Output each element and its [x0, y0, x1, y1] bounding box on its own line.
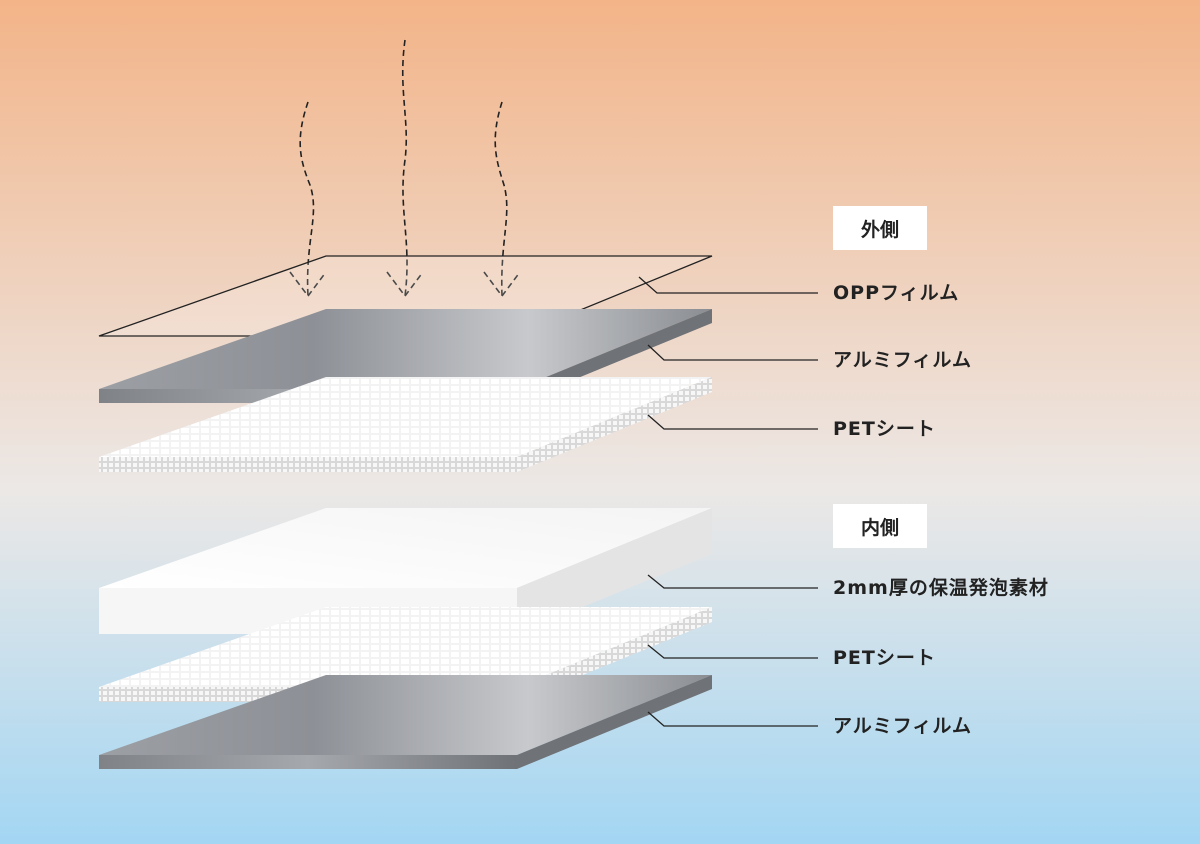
- heat-arrows: [299, 39, 508, 297]
- leader-line-6: [647, 711, 818, 727]
- arrowhead-left: [289, 271, 327, 298]
- leader-line-4: [647, 574, 818, 589]
- heat-arrow-heads: [289, 271, 521, 298]
- heat-arrow-center: [401, 39, 408, 297]
- leader-line-1: [638, 276, 818, 294]
- heat-arrow-left: [299, 101, 315, 297]
- outer-side-badge: 外側: [833, 206, 927, 250]
- label-aluminum-film-top: アルミフィルム: [833, 349, 973, 371]
- heat-arrow-right: [494, 101, 508, 297]
- label-foam: 2mm厚の保温発泡素材: [833, 577, 1049, 599]
- leader-lines: [638, 276, 818, 727]
- leader-line-3: [647, 414, 818, 430]
- label-pet-sheet-top: PETシート: [833, 418, 936, 440]
- label-pet-sheet-bottom: PETシート: [833, 647, 936, 669]
- arrowhead-right: [483, 271, 521, 298]
- inner-side-badge: 内側: [833, 504, 927, 548]
- label-opp-film: OPPフィルム: [833, 282, 960, 304]
- foam-layer: [99, 508, 712, 634]
- leader-line-5: [647, 644, 818, 659]
- leader-line-2: [647, 344, 818, 361]
- arrowhead-center: [386, 271, 424, 298]
- label-aluminum-film-bottom: アルミフィルム: [833, 715, 973, 737]
- pet-sheet-layer-top: [99, 377, 712, 472]
- aluminum-film-layer-bottom: [99, 675, 712, 769]
